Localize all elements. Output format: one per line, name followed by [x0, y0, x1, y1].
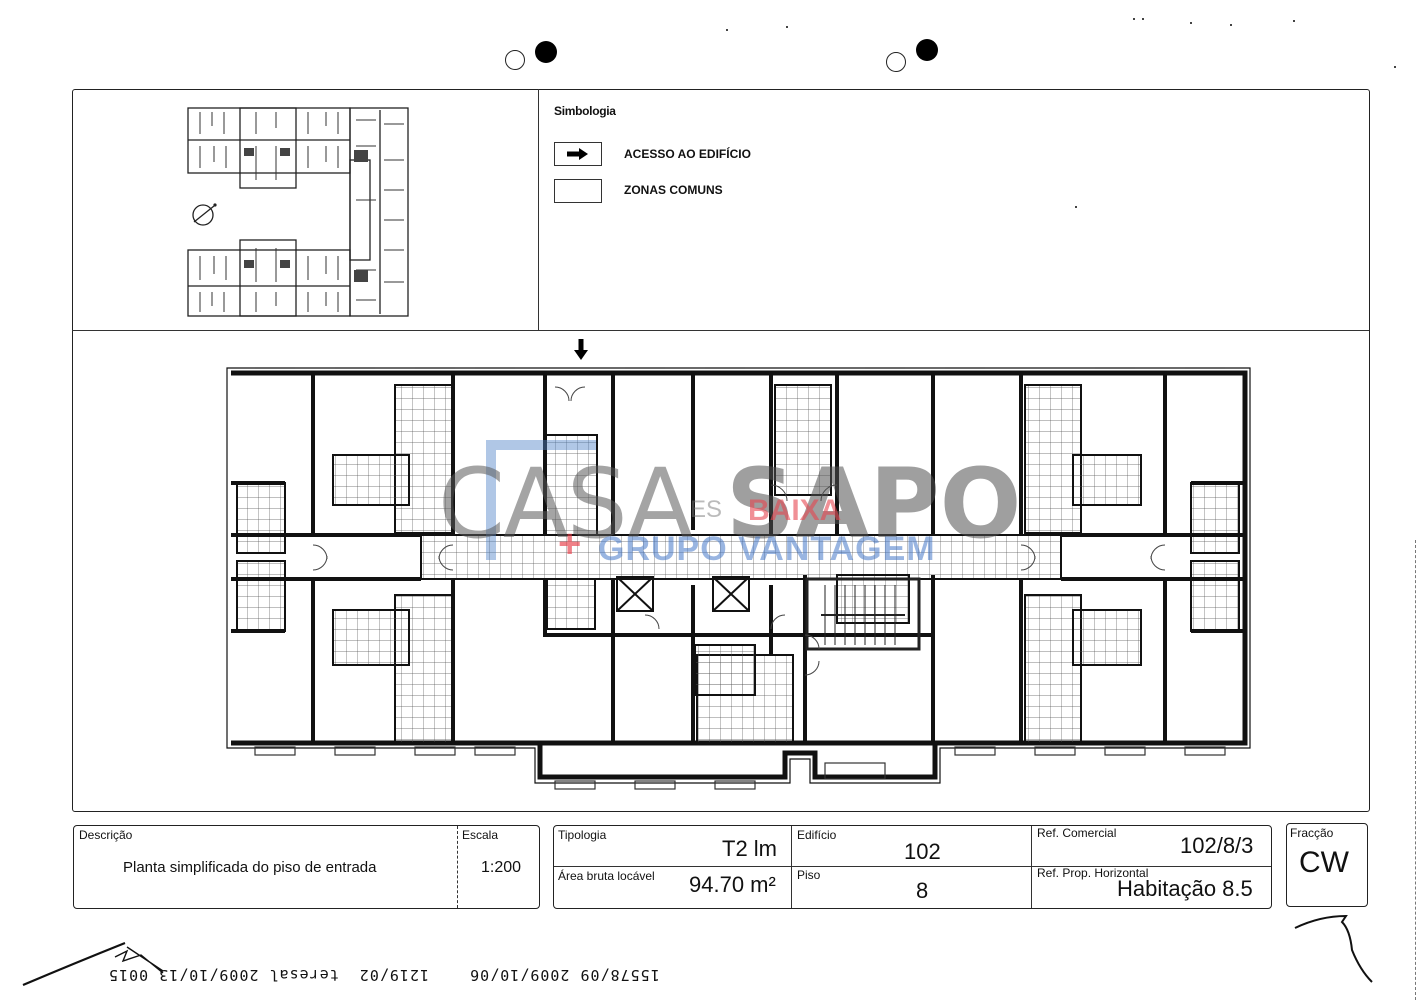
typology-label: Tipologia [558, 828, 607, 842]
divider [554, 866, 1271, 867]
arrow-right-icon [567, 148, 588, 160]
building-value: 102 [904, 839, 941, 864]
legend-title: Simbologia [554, 104, 616, 118]
fraction-value: CW [1299, 846, 1349, 879]
commercial-ref-value: 102/8/3 [1180, 833, 1254, 858]
commercial-ref-label: Ref. Comercial [1037, 826, 1117, 840]
scan-speck [1075, 206, 1077, 208]
footer-stamp: 15578/09 2009/10/06 1219/02 teresal 2009… [108, 966, 660, 984]
title-block-description [73, 825, 540, 909]
typology-value: T2 lm [722, 836, 777, 861]
frame-divider-horizontal [72, 330, 1369, 331]
divider [1031, 826, 1032, 908]
scan-speck [1133, 18, 1135, 20]
signature-left [22, 941, 164, 987]
description-value: Planta simplificada do piso de entrada [123, 859, 377, 876]
scan-speck [1230, 24, 1232, 26]
key-plan [187, 107, 409, 317]
entrance-arrow-icon [574, 339, 588, 360]
description-label: Descrição [79, 828, 133, 842]
floor-plan [226, 367, 1251, 790]
legend-swatch-common-zones [554, 179, 602, 203]
floor-value: 8 [916, 878, 929, 903]
scale-value: 1:200 [481, 859, 522, 876]
registration-mark-open [886, 52, 906, 72]
title-block-properties [553, 825, 1272, 909]
building-label: Edifício [797, 828, 837, 842]
fraction-label: Fracção [1290, 826, 1334, 840]
registration-mark-filled [535, 41, 557, 63]
registration-mark-open [505, 50, 525, 70]
area-label: Área bruta locável [558, 869, 655, 883]
title-block-fraction [1286, 823, 1368, 907]
registration-mark-filled [916, 39, 938, 61]
scan-speck [726, 29, 728, 31]
drawing-frame [72, 89, 1370, 812]
scan-speck [1142, 18, 1144, 20]
legend-swatch-access [554, 142, 602, 166]
scan-speck [1190, 22, 1192, 24]
horizontal-property-ref-label: Ref. Prop. Horizontal [1037, 866, 1149, 880]
scan-speck [1394, 66, 1396, 68]
divider [457, 826, 458, 908]
signature-right [1294, 914, 1373, 983]
scan-speck [786, 26, 788, 28]
scan-edge-line [1415, 540, 1416, 1000]
area-value: 94.70 m² [689, 872, 776, 897]
scale-label: Escala [462, 828, 499, 842]
legend-label-common-zones: ZONAS COMUNS [624, 183, 723, 197]
scan-speck [1293, 20, 1295, 22]
horizontal-property-ref-value: Habitação 8.5 [1117, 876, 1253, 901]
north-arrow-icon [192, 203, 217, 226]
divider [791, 826, 792, 908]
legend-label-access: ACESSO AO EDIFÍCIO [624, 147, 751, 161]
frame-divider-vertical [538, 89, 539, 330]
floor-label: Piso [797, 868, 821, 882]
